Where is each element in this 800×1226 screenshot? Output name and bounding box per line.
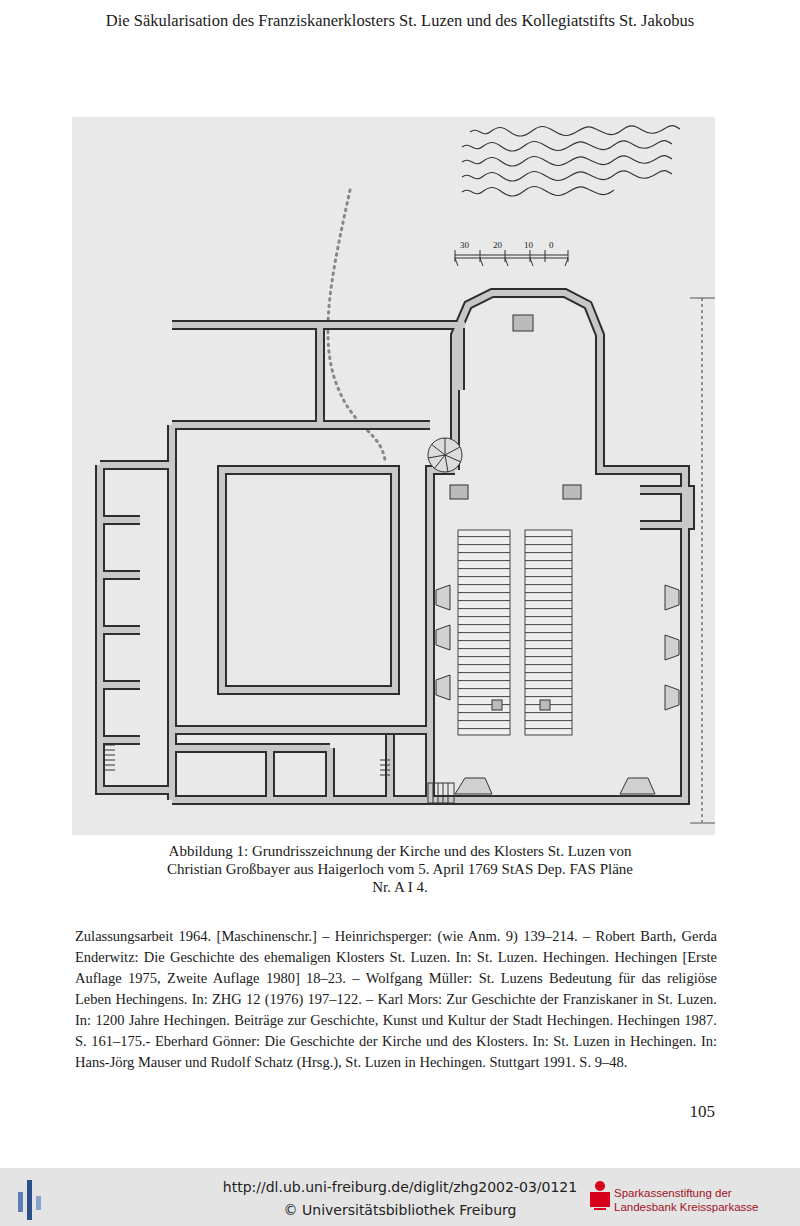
figure-caption: Abbildung 1: Grundrisszeichnung der Kirc… bbox=[160, 842, 640, 896]
scale-number: 30 bbox=[460, 240, 480, 251]
footnote-text: Zulassungsarbeit 1964. [Maschinenschr.] … bbox=[75, 926, 717, 1073]
scale-number: 0 bbox=[549, 240, 569, 251]
spiral-stair bbox=[428, 438, 462, 472]
copyright-note: © Universitätsbibliothek Freiburg bbox=[150, 1201, 650, 1219]
window-niche bbox=[436, 585, 679, 794]
sponsor-name: Sparkassenstiftung der Landesbank Kreiss… bbox=[614, 1186, 784, 1214]
running-head: Die Säkularisation des Franziskanerklost… bbox=[10, 10, 790, 31]
wall-fill bbox=[100, 293, 690, 800]
scale-number: 20 bbox=[493, 240, 513, 251]
altar bbox=[450, 315, 581, 710]
sparkasse-logo bbox=[591, 1181, 609, 1209]
scale-bar bbox=[455, 250, 568, 266]
footer-bar bbox=[0, 1168, 800, 1226]
plan-sheet bbox=[72, 117, 715, 835]
pews bbox=[525, 530, 572, 735]
source-url: http://dl.ub.uni-freiburg.de/diglit/zhg2… bbox=[150, 1178, 650, 1196]
wall-outline bbox=[100, 293, 690, 800]
stair bbox=[105, 745, 390, 775]
boundary-line bbox=[701, 298, 702, 822]
page-number: 105 bbox=[615, 1101, 715, 1122]
boundary-tick bbox=[690, 298, 715, 823]
pews bbox=[458, 530, 510, 735]
library-logo bbox=[18, 1180, 41, 1220]
handwriting bbox=[462, 126, 680, 196]
entrance-steps bbox=[428, 783, 454, 803]
scale-number: 10 bbox=[524, 240, 544, 251]
